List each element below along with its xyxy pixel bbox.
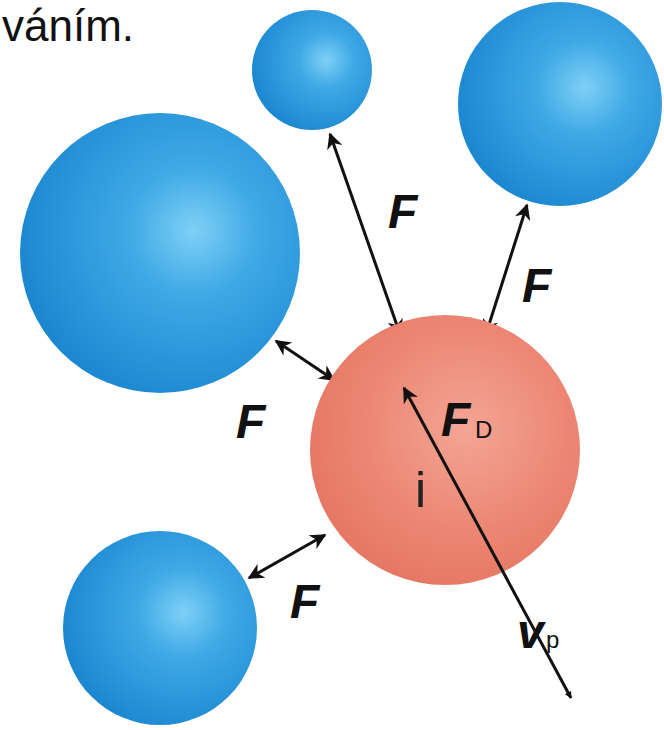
blue-particle: [458, 2, 662, 206]
blue-particle: [20, 113, 300, 393]
force-arrow: [276, 341, 334, 380]
blue-particle: [63, 531, 257, 725]
heading-fragment: váním.: [2, 4, 134, 48]
subscript: p: [546, 628, 559, 652]
drag-force-symbol: F: [441, 396, 470, 444]
velocity-arrow: [404, 388, 571, 698]
red-particle: i: [310, 315, 580, 585]
particle-label: i: [415, 465, 426, 515]
force-symbol: F: [236, 398, 265, 446]
force-arrow: [249, 535, 325, 578]
velocity-symbol: v: [517, 608, 544, 656]
force-symbol: F: [522, 262, 551, 310]
force-symbol: F: [290, 578, 319, 626]
force-arrow: [486, 205, 527, 334]
subscript: D: [475, 418, 492, 442]
blue-particle: [252, 10, 372, 130]
force-symbol: F: [388, 188, 417, 236]
